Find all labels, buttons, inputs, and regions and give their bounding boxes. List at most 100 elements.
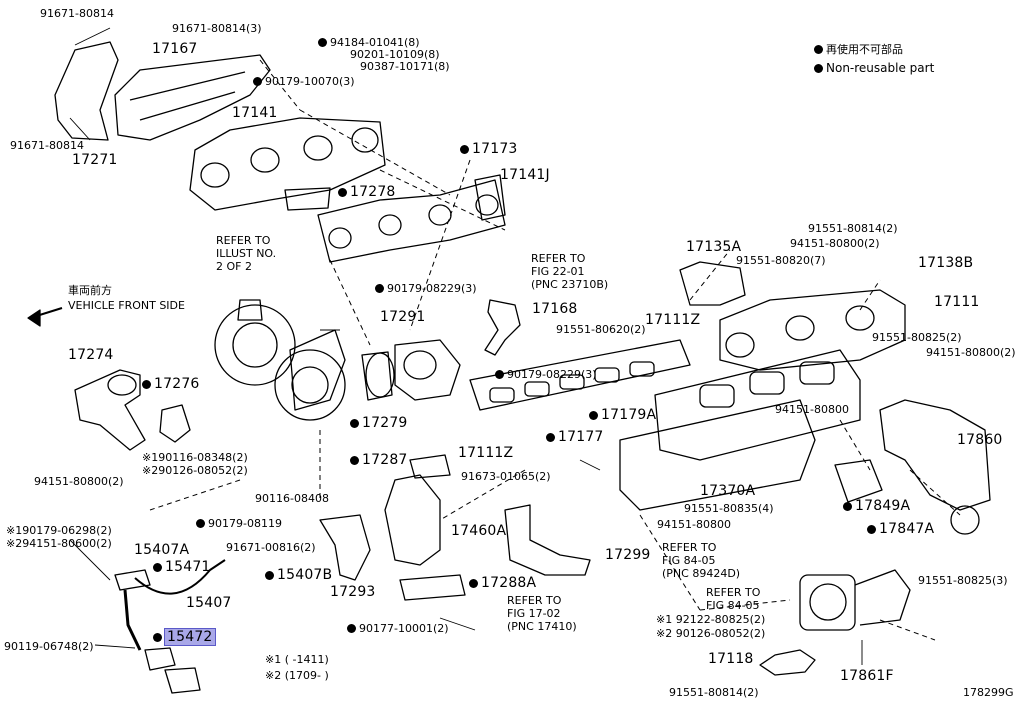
part-label[interactable]: 91671-00816(2) (226, 541, 316, 554)
part-label[interactable]: 94151-80800 (657, 518, 731, 531)
filled-dot-icon (546, 433, 555, 442)
part-label[interactable]: 94151-80800(2) (926, 346, 1016, 359)
ref-line: REFER TO (531, 252, 586, 265)
part-label-nonreusable[interactable]: 90179-08229(3) (495, 369, 597, 380)
part-label[interactable]: 91551-80835(4) (684, 502, 774, 515)
part-label-nonreusable[interactable]: 17288A (469, 576, 536, 590)
part-label-nonreusable[interactable]: 17179A (589, 408, 656, 422)
part-label[interactable]: 17299 (605, 547, 651, 563)
part-label-highlighted[interactable]: 15472 (153, 628, 216, 646)
part-label[interactable]: 17291 (380, 309, 426, 325)
part-label[interactable]: 17860 (957, 432, 1003, 448)
part-label-nonreusable[interactable]: 17847A (867, 522, 934, 536)
part-label[interactable]: 90387-10171(8) (360, 60, 450, 73)
part-label-nonreusable[interactable]: 90179-08119 (196, 518, 282, 529)
part-label-nonreusable[interactable]: 15407B (265, 568, 332, 582)
part-label-nonreusable[interactable]: 17279 (350, 416, 408, 430)
manifold-17111-shape (719, 289, 906, 371)
part-label[interactable]: 17168 (532, 301, 578, 317)
ref-illust[interactable]: REFER TO ILLUST NO. 2 OF 2 (216, 234, 276, 273)
filled-dot-icon (843, 502, 852, 511)
part-label-nonreusable[interactable]: 17278 (338, 185, 396, 199)
manifold-17141-shape (189, 117, 386, 211)
part-label[interactable]: 15407A (134, 542, 190, 558)
filled-dot-icon (318, 38, 327, 47)
part-label[interactable]: 17167 (152, 41, 198, 57)
part-label[interactable]: 94151-80800(2) (790, 237, 880, 250)
part-label-nonreusable[interactable]: 90179-10070(3) (253, 76, 355, 87)
part-label[interactable]: 91551-80814(2) (669, 686, 759, 699)
part-label[interactable]: 94151-80800 (775, 403, 849, 416)
gasket-17177-shape (469, 339, 691, 411)
ref-line: (PNC 17410) (507, 620, 577, 633)
part-label[interactable]: 17141 (232, 105, 278, 121)
part-label[interactable]: 17460A (451, 523, 507, 539)
part-label[interactable]: ※190179-06298(2) (6, 524, 112, 537)
part-label-nonreusable[interactable]: 90177-10001(2) (347, 623, 449, 634)
part-label[interactable]: 91671-80814(3) (172, 22, 262, 35)
part-label-nonreusable[interactable]: 17276 (142, 377, 200, 391)
gasket-17141J-shape (317, 179, 506, 263)
part-label-text: 17173 (472, 141, 518, 157)
part-label-nonreusable[interactable]: 17173 (460, 142, 518, 156)
filled-dot-icon (153, 633, 162, 642)
ref-fig17[interactable]: REFER TO FIG 17-02 (PNC 17410) (507, 594, 577, 633)
part-label[interactable]: ※1 92122-80825(2) (656, 613, 766, 626)
part-label[interactable]: 17138B (918, 255, 974, 271)
part-label[interactable]: 90119-06748(2) (4, 640, 94, 653)
part-label[interactable]: 91551-80825(3) (918, 574, 1008, 587)
ref-fig84b[interactable]: REFER TO FIG 84-05 (706, 586, 760, 612)
legend-reuse-jp: 再使用不可部品 (814, 44, 903, 55)
part-label-nonreusable[interactable]: 17287 (350, 453, 408, 467)
part-label[interactable]: 17118 (708, 651, 754, 667)
filled-dot-icon (589, 411, 598, 420)
part-label[interactable]: 17111 (934, 294, 980, 310)
ref-fig22[interactable]: REFER TO FIG 22-01 (PNC 23710B) (531, 252, 608, 291)
part-label[interactable]: 90116-08408 (255, 492, 329, 505)
part-label-text: 94184-01041(8) (330, 36, 420, 49)
filled-dot-icon (196, 519, 205, 528)
ref-fig84a[interactable]: REFER TO FIG 84-05 (PNC 89424D) (662, 541, 740, 580)
part-label-nonreusable[interactable]: 94184-01041(8) (318, 37, 420, 48)
part-label[interactable]: 17135A (686, 239, 742, 255)
part-label[interactable]: 90201-10109(8) (350, 48, 440, 61)
part-label[interactable]: 15407 (186, 595, 232, 611)
filled-dot-icon (347, 624, 356, 633)
ref-line: (PNC 23710B) (531, 278, 609, 291)
part-label-text: 15407B (277, 567, 333, 583)
part-label-nonreusable[interactable]: 17177 (546, 430, 604, 444)
part-label[interactable]: ※2 90126-08052(2) (656, 627, 766, 640)
part-label[interactable]: 91551-80825(2) (872, 331, 962, 344)
part-label[interactable]: ※290126-08052(2) (142, 464, 248, 477)
part-label[interactable]: 17274 (68, 347, 114, 363)
part-label[interactable]: 91671-80814 (10, 139, 84, 152)
part-label[interactable]: 17111Z (458, 445, 514, 461)
part-label[interactable]: 17293 (330, 584, 376, 600)
part-label-text: 90177-10001(2) (359, 622, 449, 635)
vehicle-front-jp: 車両前方 (68, 284, 112, 297)
ref-line: FIG 17-02 (507, 607, 561, 620)
part-label[interactable]: ※294151-80600(2) (6, 537, 112, 550)
filled-dot-icon (338, 188, 347, 197)
part-label[interactable]: 91551-80820(7) (736, 254, 826, 267)
part-label[interactable]: 94151-80800(2) (34, 475, 124, 488)
ref-line: REFER TO (507, 594, 562, 607)
part-label[interactable]: 91551-80620(2) (556, 323, 646, 336)
part-label[interactable]: 17370A (700, 483, 756, 499)
part-label[interactable]: 17111Z (645, 312, 701, 328)
part-label[interactable]: 91673-01065(2) (461, 470, 551, 483)
part-label[interactable]: 17271 (72, 152, 118, 168)
insulator-17460A-shape (384, 474, 441, 566)
part-label-nonreusable[interactable]: 90179-08229(3) (375, 283, 477, 294)
part-label-nonreusable[interactable]: 15471 (153, 560, 211, 574)
part-label[interactable]: 91671-80814 (40, 7, 114, 20)
part-label[interactable]: ※190116-08348(2) (142, 451, 248, 464)
legend-jp-text: 再使用不可部品 (826, 43, 903, 56)
part-label[interactable]: 17861F (840, 668, 894, 684)
part-label-nonreusable[interactable]: 17849A (843, 499, 910, 513)
part-label[interactable]: 91551-80814(2) (808, 222, 898, 235)
part-label[interactable]: 17141J (500, 167, 550, 183)
part-label-text: 17177 (558, 429, 604, 445)
